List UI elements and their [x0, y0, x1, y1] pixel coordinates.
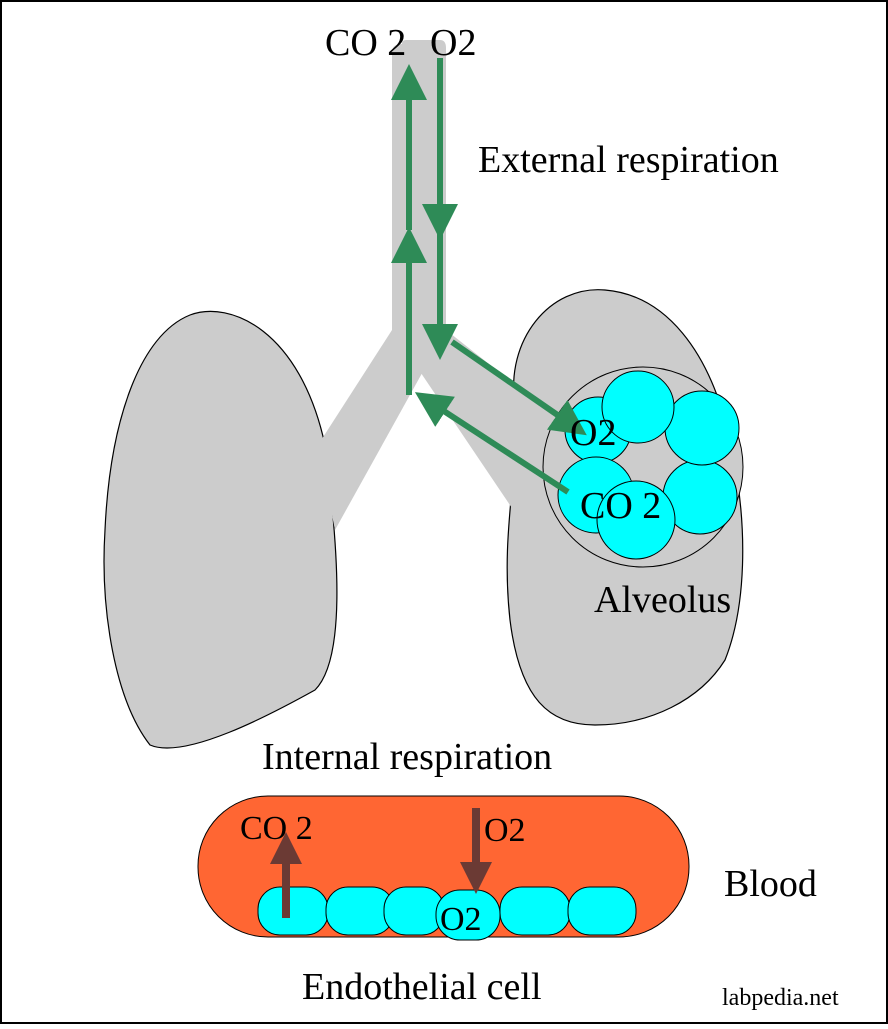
- alveolus-cell: [601, 370, 675, 444]
- endothelial-cell-label: Endothelial cell: [302, 966, 542, 1008]
- right-bronchus: [392, 330, 560, 520]
- trachea: [392, 40, 446, 340]
- endothelial-cell-shape: [499, 886, 571, 936]
- left-bronchus: [318, 330, 446, 530]
- alveolus-cell: [596, 480, 676, 560]
- external-respiration-arrows: [391, 58, 587, 495]
- endothelial-o2-label: O2: [440, 901, 482, 938]
- watermark: labpedia.net: [722, 985, 839, 1011]
- alveolus-co2-label: CO 2: [580, 485, 661, 527]
- blood-o2-label: O2: [484, 812, 526, 849]
- external-respiration-label: External respiration: [478, 139, 779, 181]
- top-co2-label: CO 2: [325, 22, 406, 64]
- alveolus-label: Alveolus: [594, 579, 731, 621]
- alveolus-cell: [664, 390, 740, 466]
- blood-label: Blood: [724, 863, 817, 905]
- co2-from-alveolus-arrow: [414, 392, 570, 495]
- alveolus-o2-label: O2: [570, 412, 616, 454]
- blood-co2-label: CO 2: [240, 810, 313, 847]
- o2-to-alveolus-arrow: [450, 339, 587, 436]
- internal-respiration-label: Internal respiration: [262, 736, 552, 778]
- alveolus: [542, 366, 744, 568]
- top-o2-label: O2: [430, 22, 476, 64]
- internal-respiration-arrows: [270, 808, 492, 918]
- endothelial-cell-shape: [383, 886, 445, 936]
- blood-vessel: [197, 795, 690, 941]
- left-lung: [103, 310, 338, 749]
- endothelial-cell-shape: [567, 886, 637, 936]
- airway: [318, 40, 560, 530]
- endothelial-cell-shape: [257, 886, 329, 936]
